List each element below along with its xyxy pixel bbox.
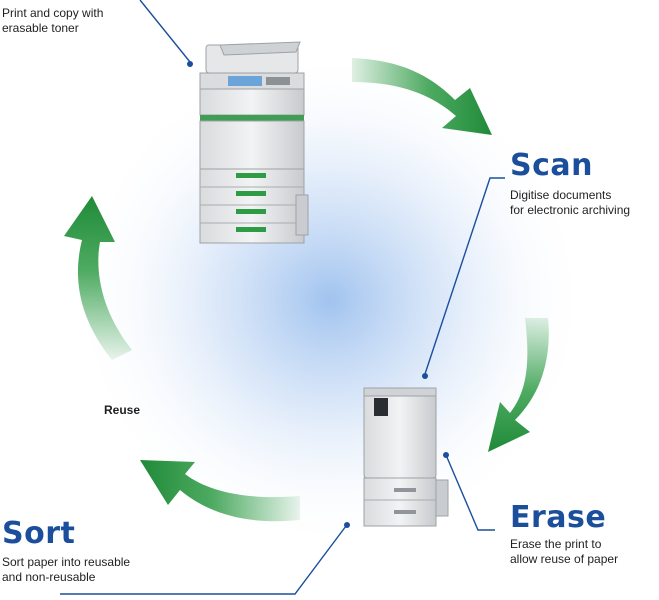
arrow-scan-to-erase <box>488 318 549 452</box>
scan-description: Digitise documents for electronic archiv… <box>510 188 630 218</box>
connector-erase <box>445 454 495 531</box>
connector-print <box>139 0 191 63</box>
erase-title: Erase <box>510 500 607 535</box>
print-description-line2: erasable toner <box>2 21 79 35</box>
connector-sort <box>60 525 347 595</box>
scan-description-line2: for electronic archiving <box>510 203 631 217</box>
sort-description: Sort paper into reusable and non-reusabl… <box>2 555 130 585</box>
multifunction-printer-image <box>199 41 309 244</box>
print-description-line1: Print and copy with <box>2 6 104 20</box>
connector-scan <box>424 177 505 375</box>
erase-description-line1: Erase the print to <box>510 537 602 551</box>
scan-description-line1: Digitise documents <box>510 188 612 202</box>
connector-dot-print <box>187 61 193 67</box>
erase-description-line2: allow reuse of paper <box>510 552 619 566</box>
connector-dot-erase <box>443 452 449 458</box>
arrow-erase-to-sort <box>140 460 300 522</box>
print-description: Print and copy with erasable toner <box>2 6 103 36</box>
connector-dot-sort <box>344 522 350 528</box>
connector-lines <box>60 0 505 595</box>
sort-description-line2: and non-reusable <box>2 570 96 584</box>
arrow-print-to-scan <box>352 58 492 135</box>
reuse-label: Reuse <box>104 403 141 417</box>
sort-title: Sort <box>2 516 76 551</box>
scan-title: Scan <box>510 148 593 183</box>
sort-description-line1: Sort paper into reusable <box>2 555 131 569</box>
erase-description: Erase the print to allow reuse of paper <box>510 537 618 567</box>
connector-dot-scan <box>422 373 428 379</box>
erasing-device-image <box>363 387 449 527</box>
center-glow <box>70 50 590 550</box>
arrow-sort-to-print <box>64 196 132 360</box>
